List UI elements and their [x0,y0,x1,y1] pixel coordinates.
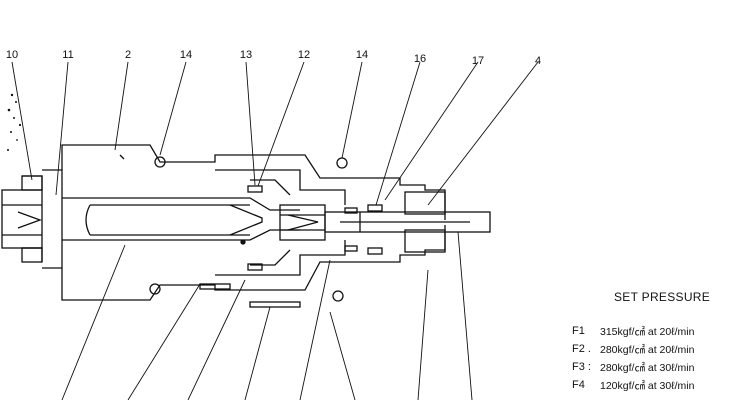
spec-value: 280kgf/㎠ at 20ℓ/min [600,343,695,356]
callout-2: 2 [124,49,132,61]
callout-12: 12 [297,49,311,61]
leader-lines [11,61,539,400]
set-pressure-title: SET PRESSURE [614,290,711,304]
spec-code: F2 . [572,343,591,355]
callout-14-left: 14 [179,49,193,61]
spec-value: 280kgf/㎠ at 30ℓ/min [600,361,695,374]
callout-11: 11 [62,49,74,61]
valve-body [42,144,491,308]
spec-row-f4: F4 120kgf/㎠ at 30ℓ/min [572,376,750,394]
spec-row-f3: F3 : 280kgf/㎠ at 30ℓ/min [572,358,750,376]
spec-value: 120kgf/㎠ at 30ℓ/min [600,379,695,392]
set-pressure-table: SET PRESSURE F1 315kgf/㎠ at 20ℓ/min F2 .… [572,290,750,394]
callout-10: 10 [5,49,19,61]
spec-row-f2: F2 . 280kgf/㎠ at 20ℓ/min [572,340,750,358]
spec-code: F4 [572,379,585,391]
spec-code: F3 : [572,361,591,373]
callout-14-right: 14 [355,49,369,61]
callout-17: 17 [471,55,485,67]
end-fitting-left [1,175,43,263]
spec-value: 315kgf/㎠ at 20ℓ/min [600,325,695,338]
speckle-marks [7,93,22,151]
callout-4: 4 [534,55,542,67]
spec-code: F1 [572,325,585,337]
spec-row-f1: F1 315kgf/㎠ at 20ℓ/min [572,322,750,340]
callout-16: 16 [413,53,427,65]
callout-13: 13 [239,49,253,61]
